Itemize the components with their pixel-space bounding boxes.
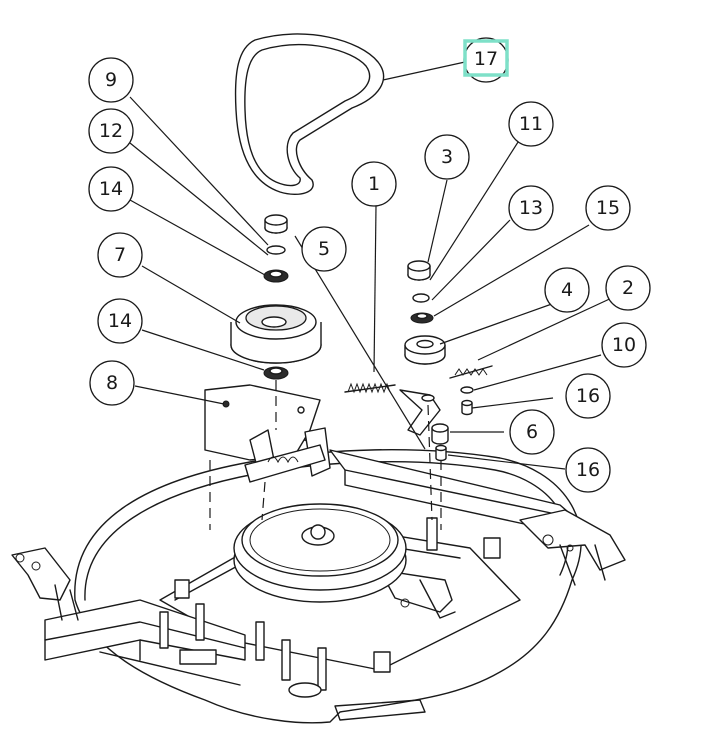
snap-ring-13 (412, 293, 430, 303)
callout-3: 3 (424, 134, 470, 180)
svg-text:5: 5 (318, 238, 330, 260)
callout-4: 4 (544, 267, 590, 313)
bearing-15 (410, 312, 434, 324)
drive-belt (234, 33, 385, 196)
svg-text:3: 3 (441, 146, 453, 168)
callout-16-upper: 16 (565, 373, 611, 419)
idler-arm-6 (399, 389, 441, 436)
callout-17: 17 (463, 37, 509, 83)
svg-text:17: 17 (474, 48, 498, 70)
callout-7: 7 (97, 232, 143, 278)
bearing-14-upper (263, 269, 289, 283)
callout-1: 1 (351, 161, 397, 207)
callout-6: 6 (509, 409, 555, 455)
svg-text:12: 12 (99, 120, 123, 142)
assembly-centerlines (209, 380, 442, 530)
callout-14-upper: 14 (88, 166, 134, 212)
spacer-6 (431, 423, 449, 445)
callout-8: 8 (89, 360, 135, 406)
leader-lines (129, 61, 617, 470)
svg-text:16: 16 (576, 459, 600, 481)
flat-idler-4 (404, 335, 446, 365)
callout-10: 10 (601, 322, 647, 368)
callout-5: 5 (301, 226, 347, 272)
callout-9: 9 (88, 57, 134, 103)
mower-deck (11, 439, 626, 724)
svg-text:10: 10 (612, 334, 636, 356)
cap-3 (407, 260, 431, 281)
callout-12: 12 (88, 108, 134, 154)
callout-17-highlight (463, 39, 509, 77)
callout-14-lower: 14 (97, 298, 143, 344)
idler-pulley-7 (230, 304, 322, 364)
svg-text:16: 16 (576, 385, 600, 407)
spring-2 (449, 365, 493, 379)
callout-16-lower: 16 (565, 447, 611, 493)
svg-text:8: 8 (106, 372, 118, 394)
deck-studs (159, 603, 327, 698)
svg-text:2: 2 (622, 277, 634, 299)
washer-10 (460, 386, 474, 394)
svg-text:14: 14 (108, 310, 132, 332)
mounting-plate (204, 384, 331, 483)
bushing-16-upper (461, 399, 473, 416)
svg-text:9: 9 (105, 69, 117, 91)
svg-text:15: 15 (596, 197, 620, 219)
svg-text:7: 7 (114, 244, 126, 266)
svg-text:1: 1 (368, 173, 380, 195)
svg-text:11: 11 (519, 113, 543, 135)
bearing-14-lower (263, 366, 289, 380)
svg-text:4: 4 (561, 279, 573, 301)
bushing-16-lower (435, 444, 447, 462)
callout-2: 2 (605, 265, 651, 311)
cap-5 (264, 214, 288, 234)
callout-11: 11 (508, 101, 554, 147)
callout-15: 15 (585, 185, 631, 231)
svg-text:6: 6 (526, 421, 538, 443)
svg-text:13: 13 (519, 197, 543, 219)
callout-13: 13 (508, 185, 554, 231)
snap-ring-12 (266, 245, 286, 255)
svg-text:14: 14 (99, 178, 123, 200)
deck-pulley (233, 503, 407, 603)
